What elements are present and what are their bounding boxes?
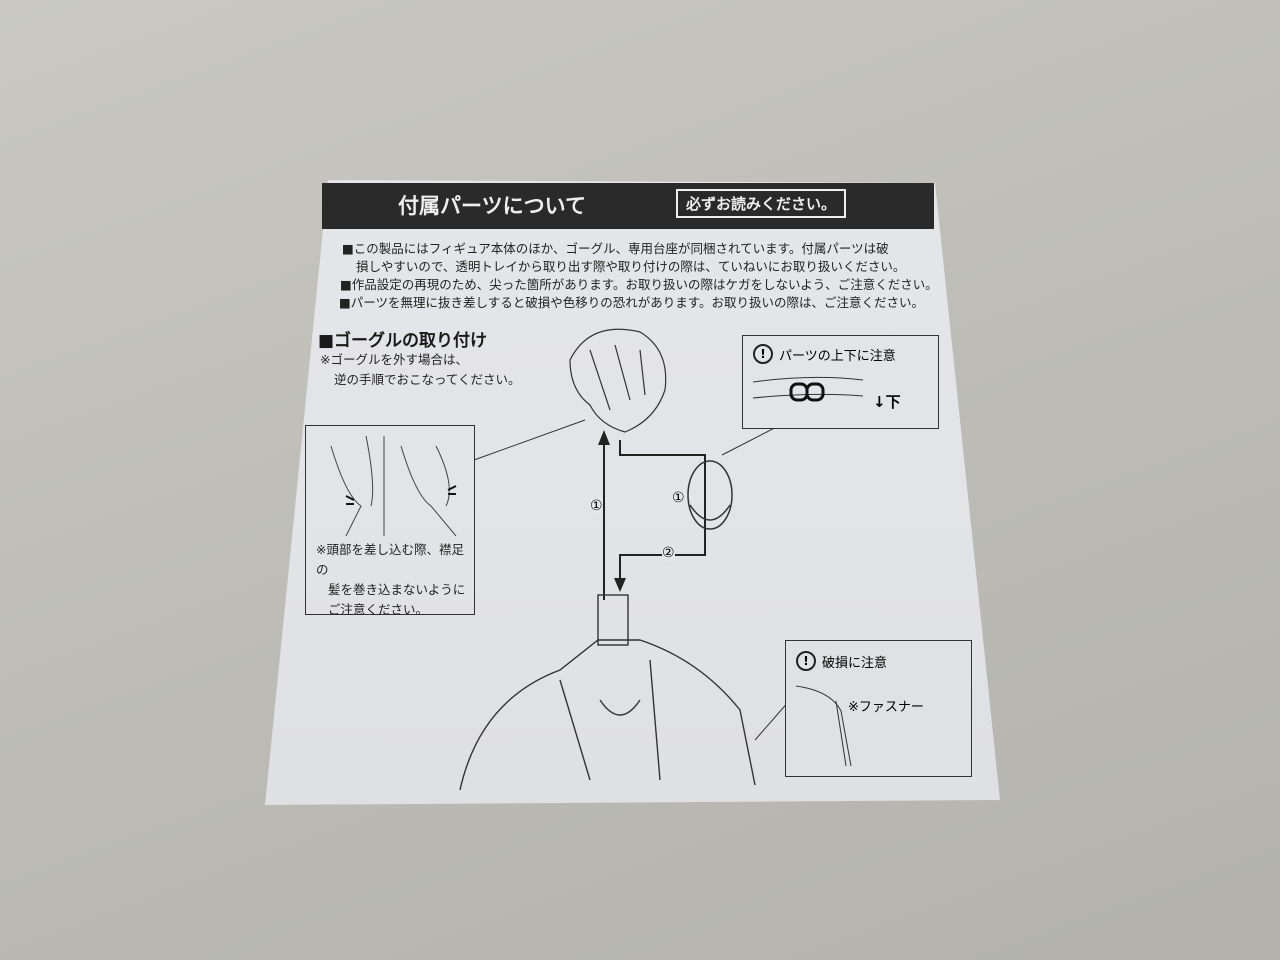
hair-note-line: ご注意ください。 xyxy=(328,602,429,617)
callout-line xyxy=(473,419,586,461)
removal-note-line: 逆の手順でおこなってください。 xyxy=(334,372,521,387)
callout-line xyxy=(754,699,791,741)
exclamation-icon: ! xyxy=(753,344,773,364)
note-line: 損しやすいので、透明トレイから取り出す際や取り付けの際は、ていねいにお取り扱いく… xyxy=(356,259,906,274)
goggles-illustration xyxy=(687,460,733,530)
removal-note: ※ゴーグルを外す場合は、 逆の手順でおこなってください。 xyxy=(320,350,521,390)
must-read-badge: 必ずお読みください。 xyxy=(676,189,847,218)
sheet-title: 付属パーツについて xyxy=(398,194,586,218)
hair-note-line: 髪を巻き込まないように xyxy=(328,582,466,597)
arrow-step1 xyxy=(598,430,610,600)
damage-caution-box: ! 破損に注意 ※ファスナー xyxy=(785,640,972,777)
note-line: ■パーツを無理に抜き差しすると破損や色移りの恐れがあります。お取り扱いの際は、ご… xyxy=(339,295,925,310)
removal-note-line: ※ゴーグルを外す場合は、 xyxy=(320,352,468,367)
note-line: ■この製品にはフィギュア本体のほか、ゴーグル、専用台座が同梱されています。付属パ… xyxy=(342,241,889,256)
fastener-illustration xyxy=(795,685,852,767)
step1-marker: ① xyxy=(590,498,603,514)
orientation-caution-label: パーツの上下に注意 xyxy=(779,348,896,364)
damage-caution-header: ! 破損に注意 xyxy=(796,651,971,671)
fastener-label: ※ファスナー xyxy=(848,700,924,715)
down-label: ↓下 xyxy=(873,393,901,411)
neck-illustration xyxy=(330,435,457,537)
goggle-lens-icon xyxy=(753,376,864,402)
hair-inset-box: ※頭部を差し込む際、襟足の 髪を巻き込まないように ご注意ください。 xyxy=(305,425,475,617)
hair-note: ※頭部を差し込む際、襟足の 髪を巻き込まないように ご注意ください。 xyxy=(306,540,474,620)
damage-caution-label: 破損に注意 xyxy=(822,655,888,671)
head-illustration xyxy=(569,328,667,433)
step2-marker: ② xyxy=(662,545,675,561)
arrow-step2 xyxy=(614,440,706,592)
exclamation-icon: ! xyxy=(796,651,816,671)
jacket-illustration xyxy=(459,594,756,791)
orientation-caution-header: ! パーツの上下に注意 xyxy=(753,344,938,364)
hair-note-line: ※頭部を差し込む際、襟足の xyxy=(316,542,464,577)
step1-label: ① xyxy=(672,490,685,506)
section-title: ■ゴーグルの取り付け xyxy=(318,331,488,351)
orientation-caution-box: ! パーツの上下に注意 ↓下 xyxy=(742,335,939,429)
note-line: ■作品設定の再現のため、尖った箇所があります。お取り扱いの際はケガをしないよう、… xyxy=(340,277,938,292)
